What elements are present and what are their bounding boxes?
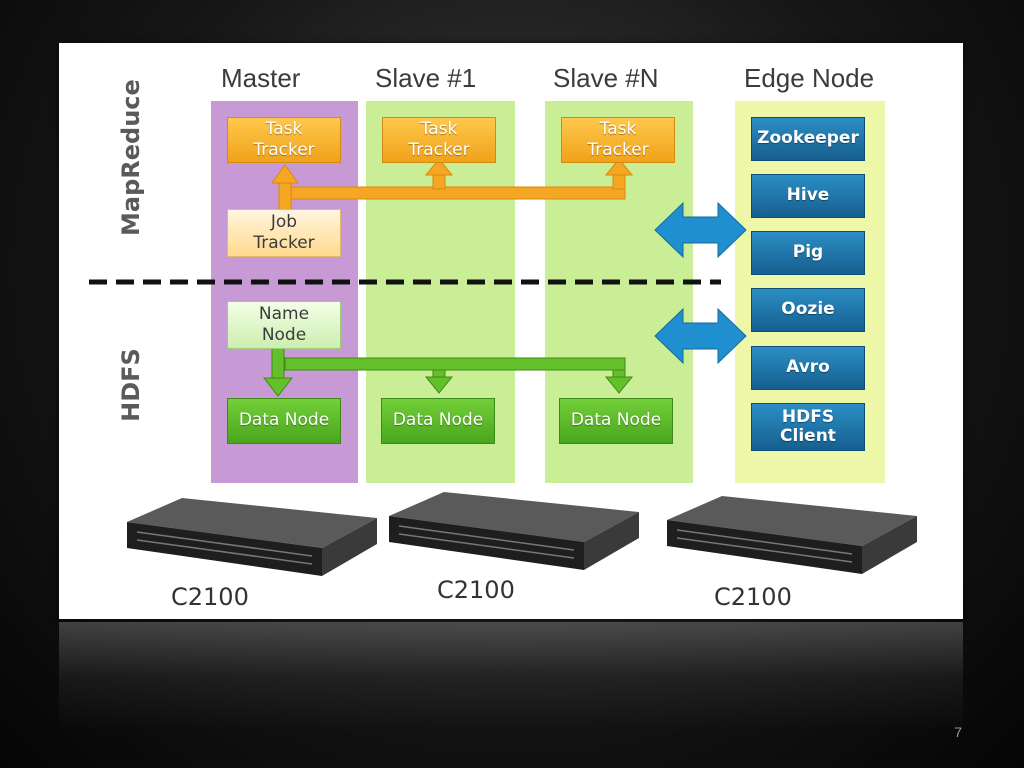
server-slaveN	[667, 496, 917, 574]
data-node-master: Data Node	[227, 398, 341, 444]
server-label-slaveN: C2100	[714, 583, 792, 611]
server-label-master: C2100	[171, 583, 249, 611]
server-label-slave1: C2100	[437, 576, 515, 604]
data-node-slaveN: Data Node	[559, 398, 673, 444]
server-master	[127, 498, 377, 576]
edge-hive: Hive	[751, 174, 865, 218]
task-tracker-slaveN: Task Tracker	[561, 117, 675, 163]
slide: Master Slave #1 Slave #N Edge Node MapRe…	[59, 43, 963, 619]
slide-reflection	[59, 622, 963, 732]
page-number: 7	[954, 724, 962, 740]
edge-node-title: Edge Node	[744, 63, 875, 93]
hdfs-edge-arrow	[654, 307, 747, 365]
job-tracker: Job Tracker	[227, 209, 341, 257]
edge-hdfs-client: HDFS Client	[751, 403, 865, 451]
name-to-data-arrows	[262, 345, 634, 397]
bidirectional-arrows	[654, 201, 747, 365]
task-tracker-master: Task Tracker	[227, 117, 341, 163]
slaveN-title: Slave #N	[553, 63, 659, 93]
data-node-slave1: Data Node	[381, 398, 495, 444]
diagram-connectors	[89, 158, 917, 576]
edge-oozie: Oozie	[751, 288, 865, 332]
edge-pig: Pig	[751, 231, 865, 275]
slave1-title: Slave #1	[375, 63, 477, 93]
edge-avro: Avro	[751, 346, 865, 390]
task-tracker-slave1: Task Tracker	[382, 117, 496, 163]
mapreduce-edge-arrow	[654, 201, 747, 259]
master-title: Master	[221, 63, 301, 93]
edge-zookeeper: Zookeeper	[751, 117, 865, 161]
job-to-task-arrows	[271, 158, 634, 212]
name-node: Name Node	[227, 301, 341, 349]
server-slave1	[389, 492, 639, 570]
